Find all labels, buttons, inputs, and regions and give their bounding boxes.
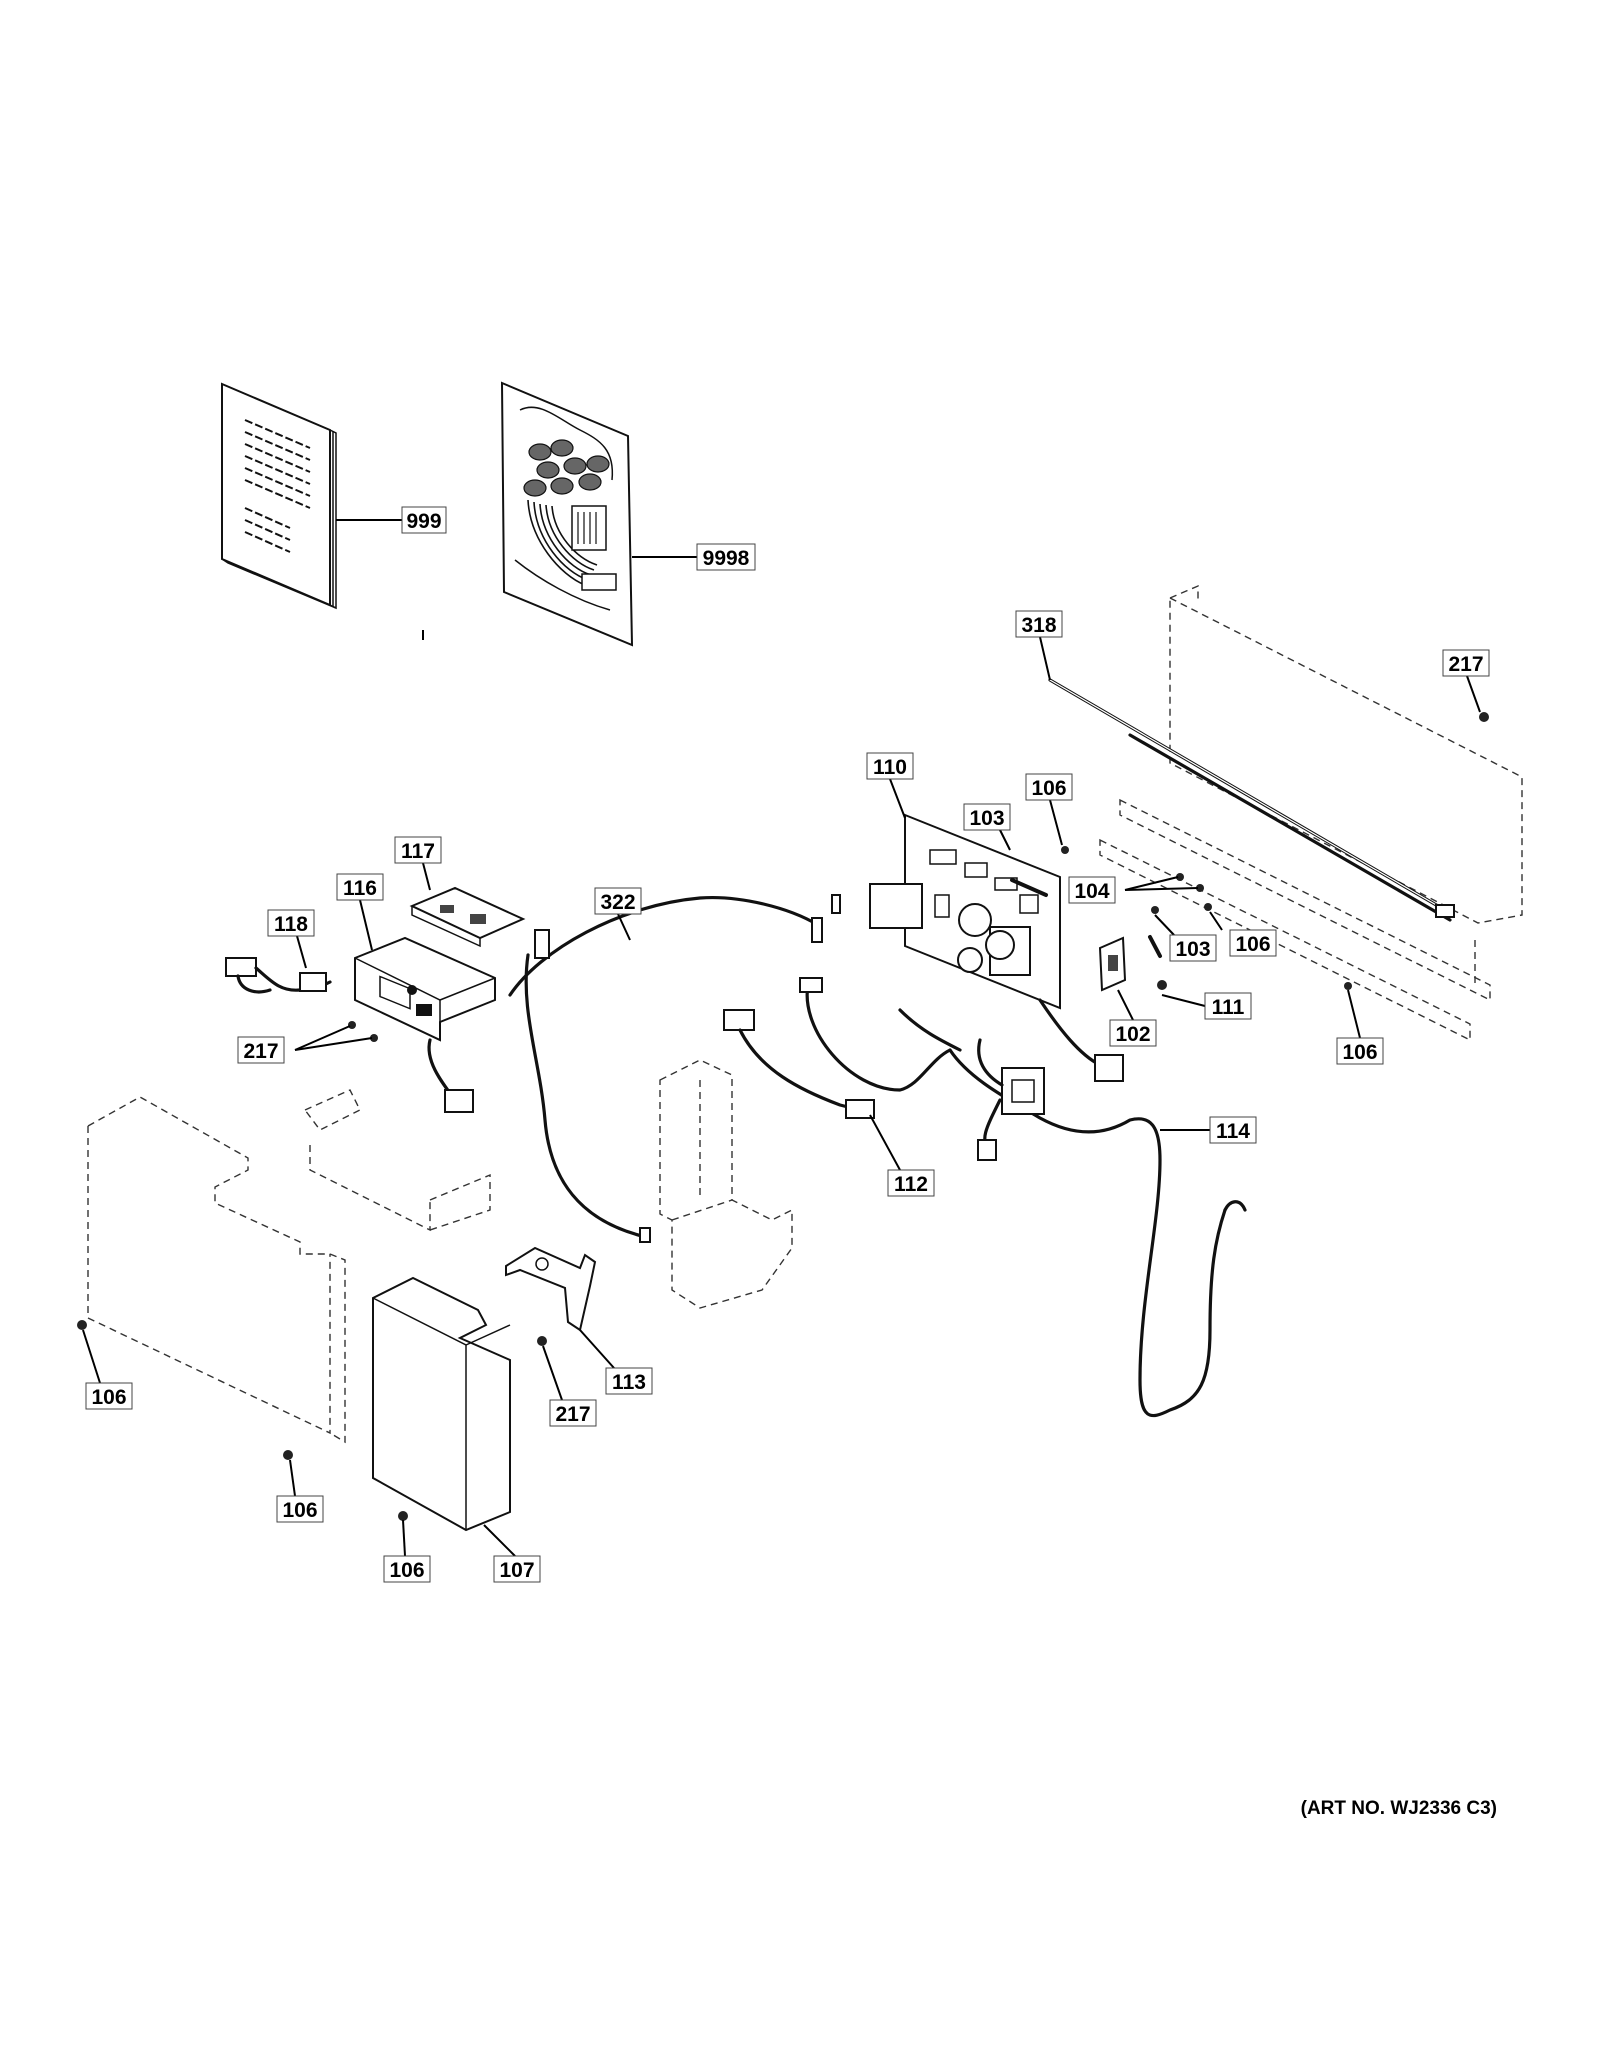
part-label-322: 322 [594,887,642,915]
bracket [505,1246,597,1332]
svg-text:113: 113 [612,1371,646,1394]
svg-text:106: 106 [1342,1041,1377,1064]
part-label-111: 111 [1204,992,1252,1020]
part-label-318: 318 [1015,610,1063,638]
part-label-104: 104 [1068,876,1116,904]
sensor-wire-318 [1048,678,1455,922]
screws [77,712,1489,1521]
switch-102 [1098,936,1127,992]
part-label-217: 217 [549,1399,597,1427]
part-label-106: 106 [85,1382,133,1410]
part-label-106: 106 [1336,1037,1384,1065]
svg-text:111: 111 [1212,996,1245,1019]
svg-text:110: 110 [873,756,907,779]
part-label-217: 217 [237,1036,285,1064]
svg-text:114: 114 [1216,1120,1250,1143]
part-label-106: 106 [1025,773,1073,801]
part-label-9998: 9998 [696,543,756,571]
part-label-118: 118 [267,909,315,937]
part-label-103: 103 [963,803,1011,831]
harness-322 [508,894,841,1243]
part-label-112: 112 [887,1169,935,1197]
svg-text:104: 104 [1074,880,1109,903]
keypad-housing [354,936,496,1042]
owner-manual [221,382,337,610]
svg-text:106: 106 [389,1559,424,1582]
part-label-113: 113 [605,1367,653,1395]
svg-text:103: 103 [1175,938,1210,961]
part-label-107: 107 [493,1555,541,1583]
part-label-106: 106 [383,1555,431,1583]
svg-text:117: 117 [401,840,435,863]
svg-text:999: 999 [406,510,441,533]
svg-text:318: 318 [1021,614,1056,637]
part-label-110: 110 [866,752,914,780]
svg-text:106: 106 [282,1499,317,1522]
svg-text:217: 217 [1448,653,1483,676]
svg-text:217: 217 [243,1040,278,1063]
harness-114 [898,998,1247,1418]
svg-text:107: 107 [499,1559,534,1582]
svg-text:322: 322 [600,891,635,914]
art-number: (ART NO. WJ2336 C3) [1301,1798,1497,1819]
svg-text:118: 118 [274,913,308,936]
part-label-103: 103 [1169,934,1217,962]
part-label-117: 117 [394,836,442,864]
control-board [869,813,1061,1010]
part-label-102: 102 [1109,1019,1157,1047]
svg-text:9998: 9998 [703,547,750,570]
svg-text:217: 217 [555,1403,590,1426]
part-label-106: 106 [1229,929,1277,957]
svg-text:116: 116 [343,877,377,900]
svg-text:106: 106 [1031,777,1066,800]
part-label-106: 106 [276,1495,324,1523]
part-label-999: 999 [401,506,447,534]
svg-text:112: 112 [894,1173,928,1196]
svg-text:103: 103 [969,807,1004,830]
svg-text:106: 106 [1235,933,1270,956]
svg-text:106: 106 [91,1386,126,1409]
parts-kit-bag [500,381,634,647]
keypad-board [409,886,526,948]
part-label-217: 217 [1442,649,1490,677]
part-label-114: 114 [1209,1116,1257,1144]
part-label-116: 116 [336,873,384,901]
keypad-tail-harness [427,1038,474,1113]
leader-lines [82,519,1481,1557]
cover-box [372,1276,511,1532]
ghost-left-housing [87,1089,491,1444]
harness-118 [225,957,332,994]
svg-text:102: 102 [1115,1023,1150,1046]
harness-112 [723,977,952,1119]
ghost-center-bracket [659,1059,793,1309]
ghost-rear-panel [1099,584,1523,1042]
